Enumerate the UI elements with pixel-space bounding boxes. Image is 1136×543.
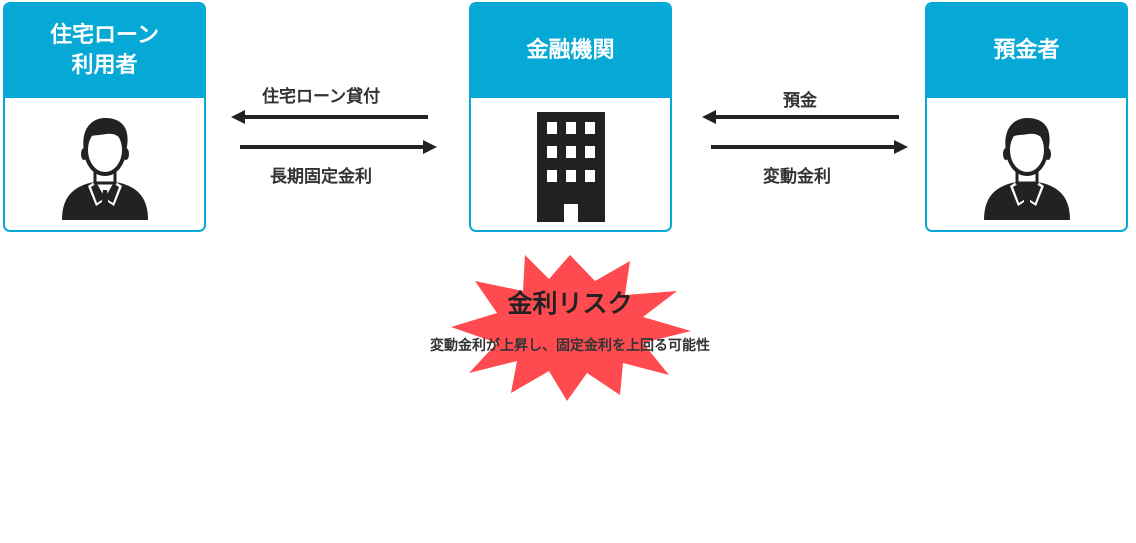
arrow-right-icon (711, 140, 908, 154)
borrower-title-line1: 住宅ローン (50, 23, 159, 48)
bank-title: 金融機関 (526, 38, 615, 63)
depositor-box: 預金者 (925, 2, 1128, 232)
risk-burst-icon (451, 255, 691, 401)
businessman-icon (983, 118, 1070, 220)
variable-rate-label: 変動金利 (763, 167, 831, 187)
depositor-header: 預金者 (927, 4, 1126, 98)
fixed-rate-label: 長期固定金利 (270, 167, 372, 187)
depositor-title: 預金者 (993, 38, 1060, 63)
risk-description: 変動金利が上昇し、固定金利を上回る可能性 (430, 338, 710, 354)
loan-label: 住宅ローン貸付 (262, 87, 381, 107)
arrow-left-icon (231, 110, 428, 124)
arrow-right-icon (240, 140, 437, 154)
borrower-box: 住宅ローン 利用者 (3, 2, 206, 232)
building-icon (536, 112, 605, 222)
bank-box: 金融機関 (469, 2, 672, 232)
borrower-title-line2: 利用者 (71, 53, 138, 78)
arrow-left-icon (702, 110, 899, 124)
borrower-header: 住宅ローン 利用者 (5, 4, 204, 98)
deposit-label: 預金 (783, 91, 817, 111)
businessman-icon (61, 118, 148, 220)
risk-title: 金利リスク (507, 289, 633, 318)
bank-header: 金融機関 (471, 4, 670, 98)
